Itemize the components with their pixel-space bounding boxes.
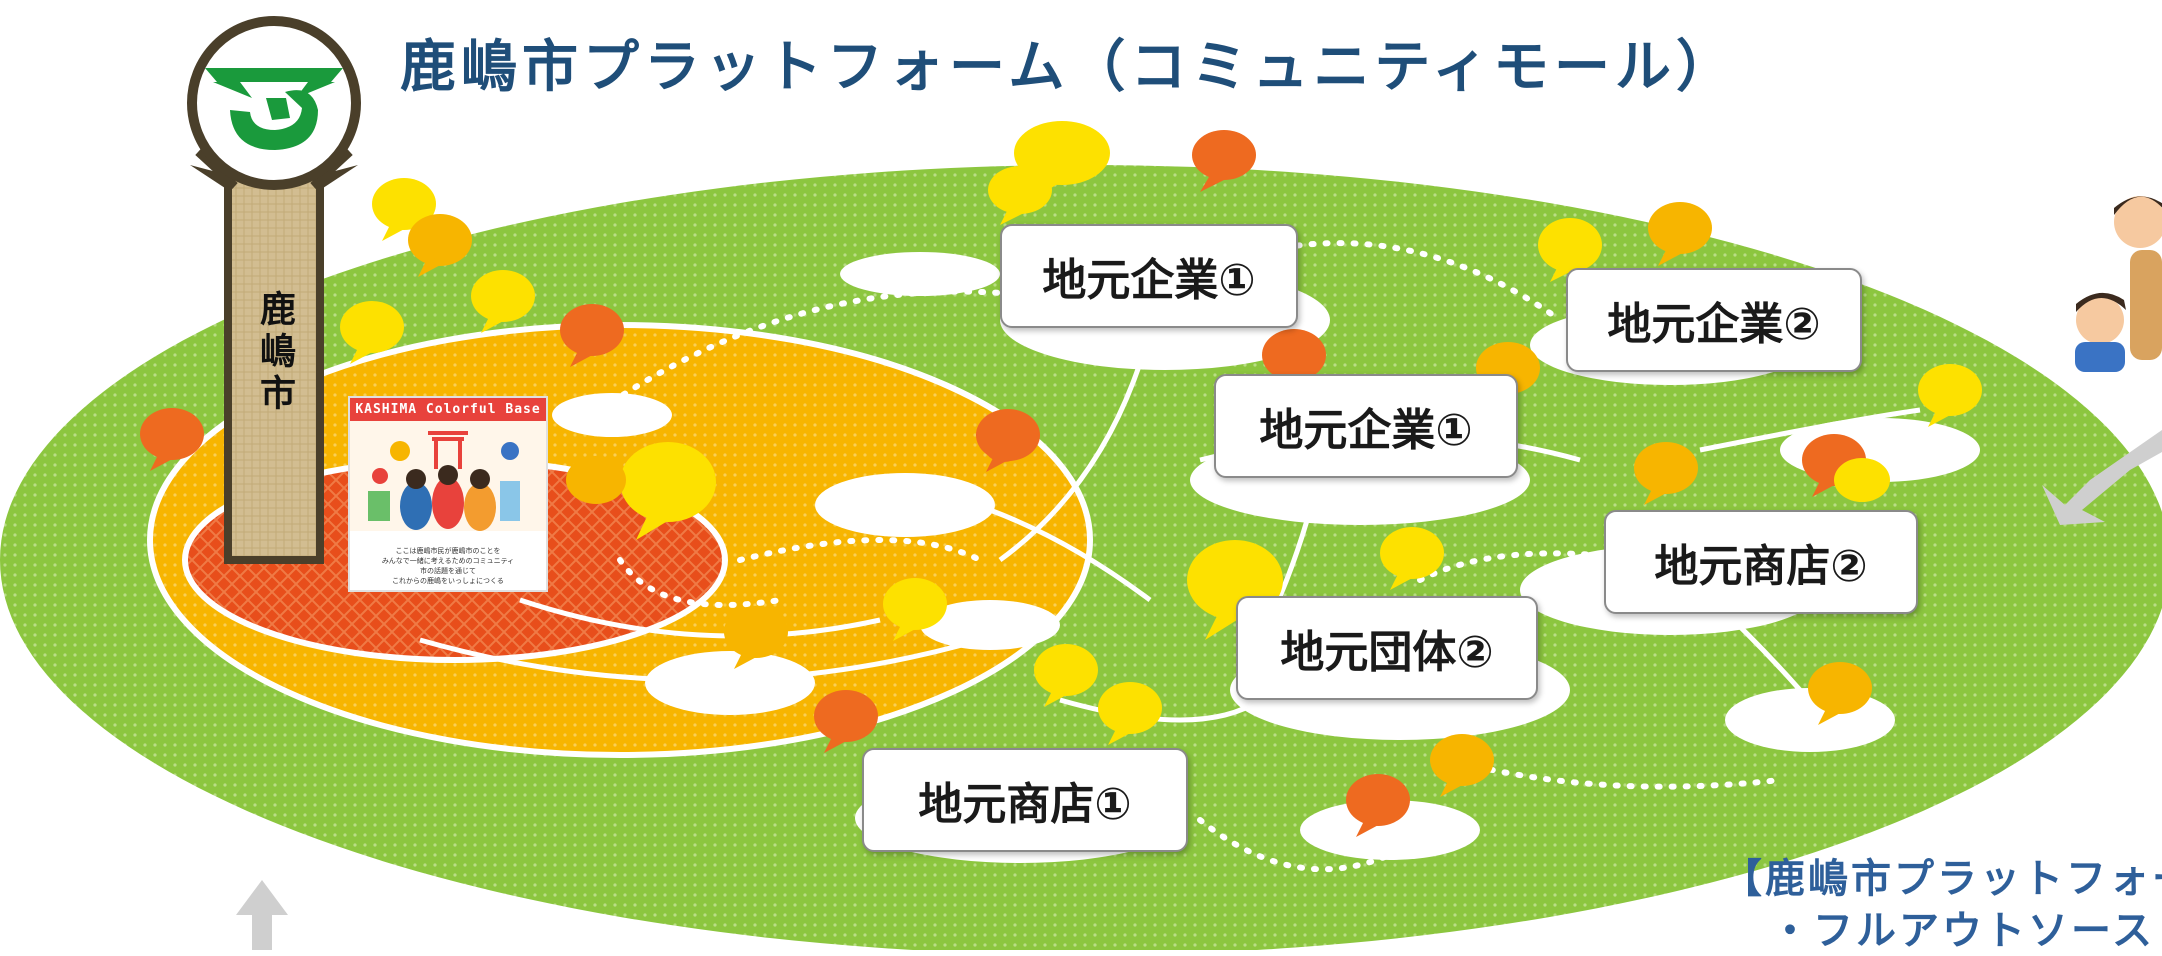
speech-bubble-icon (1380, 527, 1444, 590)
speech-bubble-icon (1634, 442, 1698, 505)
poster-title: KASHIMA Colorful Base (350, 398, 546, 421)
node-local-company-2: 地元企業② (1566, 268, 1862, 372)
speech-bubble-icon (566, 456, 626, 504)
community-poster: KASHIMA Colorful Base ここは鹿嶋市民が鹿嶋市のことを みん… (348, 396, 548, 592)
speech-bubble-icon (408, 214, 472, 277)
speech-bubble-icon (340, 301, 404, 364)
poster-description: ここは鹿嶋市民が鹿嶋市のことを みんなで一緒に考えるためのコミュニティ 市の話題… (381, 547, 515, 585)
speech-bubble-icon (988, 166, 1052, 225)
speech-bubble-icon (560, 304, 624, 367)
city-emblem-icon (187, 16, 361, 190)
node-local-group-2: 地元団体② (1236, 596, 1538, 700)
node-local-company-1-top: 地元企業① (1000, 224, 1298, 328)
speech-bubble-icon (1346, 774, 1410, 837)
speech-bubble-icon (140, 408, 204, 471)
speech-bubble-icon (1098, 682, 1162, 745)
city-pillar (190, 149, 358, 564)
speech-bubble-icon (372, 178, 436, 241)
speech-bubble-icon (620, 442, 716, 540)
speech-bubble-icon (1192, 130, 1256, 192)
node-local-shop-1: 地元商店① (862, 748, 1188, 852)
node-local-shop-2: 地元商店② (1604, 510, 1918, 614)
speech-bubble-icon (1648, 202, 1712, 266)
city-pillar-label: 鹿嶋市 (254, 290, 295, 416)
speech-bubble-icon (814, 690, 878, 753)
speech-bubble-icon (471, 270, 535, 333)
speech-bubble-icon (1538, 218, 1602, 282)
speech-bubble-icon (1034, 644, 1098, 707)
speech-bubble-icon (1430, 734, 1494, 797)
speech-bubble-icon (1834, 458, 1890, 502)
arrow-icon (236, 430, 2162, 950)
speech-bubbles (140, 121, 1982, 837)
page-title: 鹿嶋市プラットフォーム（コミュニティモール） (400, 35, 1737, 100)
poster-illustration (350, 421, 546, 531)
node-local-company-1-mid: 地元企業① (1214, 374, 1518, 478)
people-illustration-icon (2075, 196, 2162, 372)
speech-bubble-icon (1918, 364, 1982, 427)
footer-line-2: ・フルアウトソース (1770, 908, 2155, 954)
footer-line-1: 【鹿嶋市プラットフォー (1722, 856, 2162, 902)
speech-bubble-icon (724, 606, 788, 669)
speech-bubble-icon (1005, 445, 1007, 447)
speech-bubble-icon (1808, 662, 1872, 725)
speech-bubble-icon (984, 430, 1024, 462)
speech-bubble-icon (883, 578, 947, 641)
